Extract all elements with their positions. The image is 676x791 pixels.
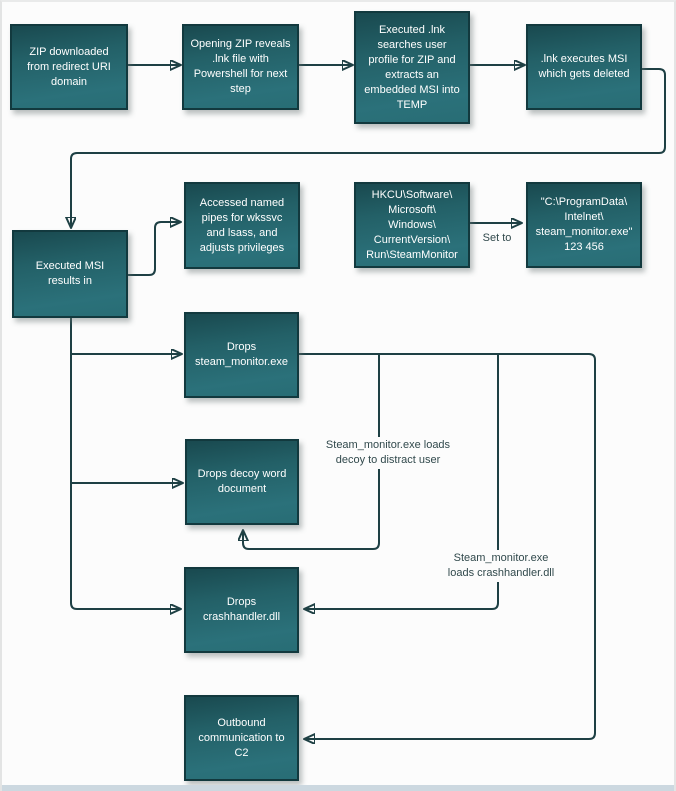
node-drops-decoy-word: Drops decoy word document (185, 439, 299, 525)
node-drops-crashhandler: Drops crashhandler.dll (184, 567, 299, 653)
node-zip-downloaded: ZIP downloaded from redirect URI domain (10, 24, 128, 110)
edge-executedmsi-to-crashhandler (70, 318, 180, 609)
bottom-bar (2, 785, 674, 791)
node-outbound-c2: Outbound communication to C2 (184, 695, 299, 781)
annotation-crashhandler-note: Steam_monitor.exe loads crashhandler.dll (432, 550, 570, 582)
edge-steammonitor-to-crashhandler (305, 354, 499, 609)
node-accessed-named-pipes: Accessed named pipes for wkssvc and lsas… (184, 182, 300, 269)
node-lnk-executes-msi: .lnk executes MSI which gets deleted (526, 24, 642, 110)
edge-lnkmsi-to-executedmsi (71, 68, 666, 227)
node-drops-steam-monitor: Drops steam_monitor.exe (184, 312, 299, 398)
edge-executedmsi-to-namedpipes (128, 222, 180, 276)
node-registry-run-key: HKCU\Software\ Microsoft\ Windows\ Curre… (354, 182, 470, 268)
node-programdata-path: "C:\ProgramData\ Intelnet\ steam_monitor… (526, 182, 642, 268)
edge-steammonitor-to-c2 (299, 353, 596, 739)
node-opening-zip: Opening ZIP reveals .lnk file with Power… (182, 24, 299, 110)
annotation-decoy-note: Steam_monitor.exe loads decoy to distrac… (304, 437, 472, 469)
node-executed-lnk-searches: Executed .lnk searches user profile for … (354, 11, 470, 124)
node-executed-msi-results: Executed MSI results in (12, 230, 128, 318)
edge-steammonitor-to-decoy (243, 354, 380, 550)
edge-label-set-to: Set to (482, 232, 512, 244)
